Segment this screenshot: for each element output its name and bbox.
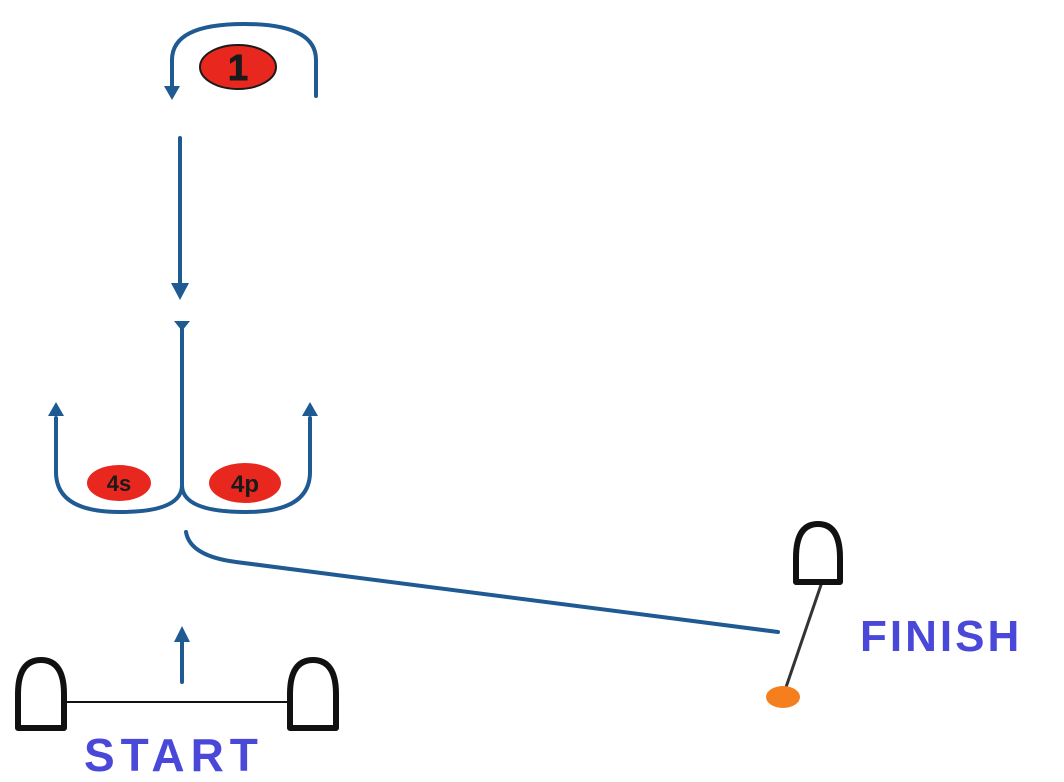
arrowhead-icon bbox=[174, 321, 190, 331]
mark-4p: 4p bbox=[209, 463, 281, 503]
finish-leg-line bbox=[184, 530, 780, 634]
mark-1-label: 1 bbox=[228, 47, 248, 88]
arrowhead-icon bbox=[164, 86, 180, 100]
start-right-buoy-icon bbox=[287, 657, 339, 731]
finish-line bbox=[781, 581, 824, 697]
mark-1: 1 bbox=[199, 44, 277, 90]
arrowhead-icon bbox=[174, 626, 190, 642]
arrowhead-icon bbox=[171, 283, 189, 300]
finish-label: FINISH bbox=[860, 612, 1023, 661]
finish-boat-buoy-icon bbox=[793, 521, 843, 585]
start-label: START bbox=[84, 729, 264, 781]
arrowhead-icon bbox=[48, 402, 64, 416]
gate-4s-rounding-path bbox=[54, 416, 184, 514]
start-left-buoy-icon bbox=[15, 657, 67, 731]
mark-4s-label: 4s bbox=[107, 471, 131, 496]
mark-4p-label: 4p bbox=[231, 471, 259, 498]
mark-1-rounding-path bbox=[170, 22, 318, 98]
gate-4p-rounding-path bbox=[180, 416, 312, 514]
arrowhead-icon bbox=[302, 402, 318, 416]
finish-pin-end-icon bbox=[766, 686, 800, 708]
mark-4s: 4s bbox=[87, 465, 151, 501]
